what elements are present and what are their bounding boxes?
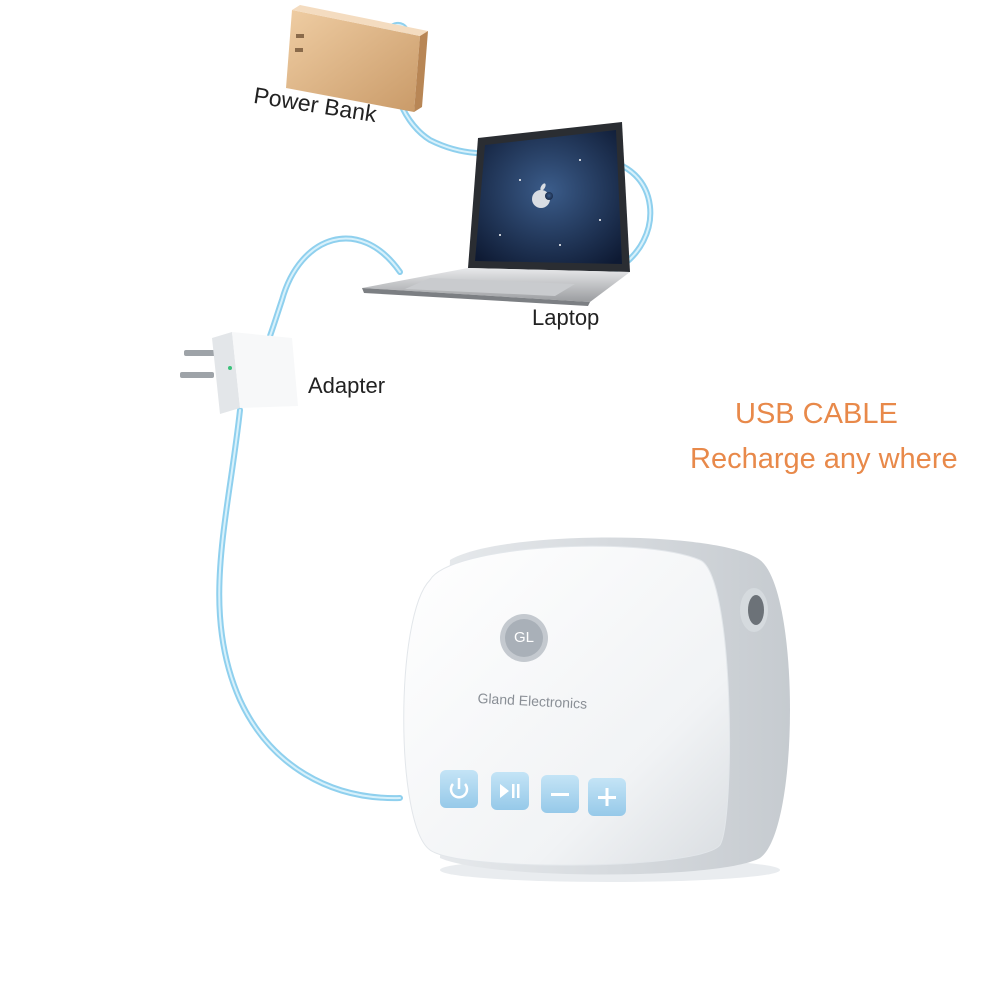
brand-mark-text: GL (513, 629, 534, 646)
headline-subtitle: Recharge any where (690, 443, 958, 475)
power-icon (449, 778, 469, 799)
plus-icon (598, 788, 616, 806)
play-pause-icon (500, 784, 520, 798)
apple-logo-icon (532, 183, 553, 208)
power-bank-image (286, 5, 428, 112)
minus-icon (551, 793, 569, 796)
volume-up-button[interactable] (588, 778, 626, 816)
laptop-image (362, 122, 630, 306)
laptop-label: Laptop (532, 305, 600, 330)
adapter-image (180, 332, 298, 414)
gl-logo (500, 614, 548, 662)
gland-device (403, 537, 790, 882)
play-pause-button[interactable] (491, 772, 529, 810)
volume-down-button[interactable] (541, 775, 579, 813)
adapter-label: Adapter (308, 373, 386, 398)
power-button[interactable] (440, 770, 478, 808)
headline-title: USB CABLE (735, 398, 898, 430)
